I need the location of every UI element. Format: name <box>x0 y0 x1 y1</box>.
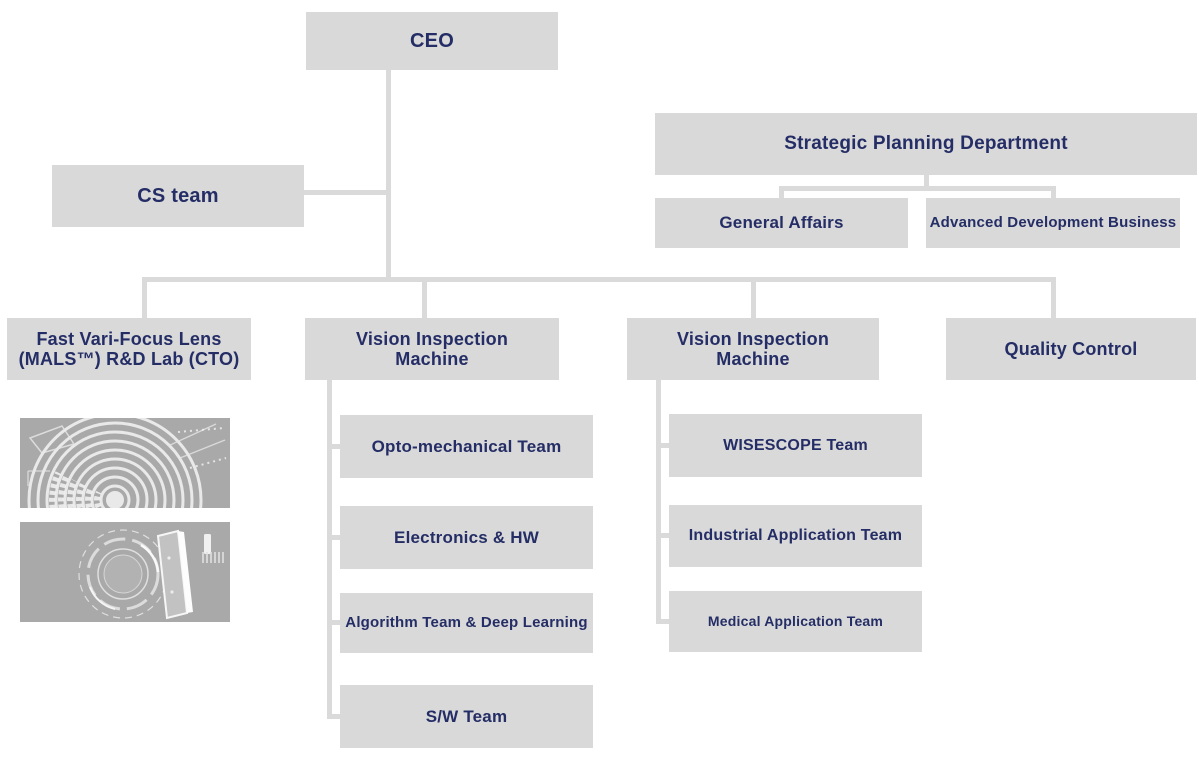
connector-vim1-trunk <box>327 380 332 719</box>
lens-module-side-view-icon <box>20 522 230 622</box>
node-advanced-development-business: Advanced Development Business <box>926 198 1180 248</box>
connector-vim1-stub-algo <box>332 620 340 625</box>
node-vision-inspection-machine-2: Vision Inspection Machine <box>627 318 879 380</box>
connector-vim2-stub-wisescope <box>661 443 669 448</box>
node-strategic-planning-label: Strategic Planning Department <box>784 133 1068 155</box>
node-quality-control-label: Quality Control <box>1004 338 1138 359</box>
node-opto-mechanical-team: Opto-mechanical Team <box>340 415 593 478</box>
connector-vim1-stub-sw <box>332 714 340 719</box>
node-industrial-application-team-label: Industrial Application Team <box>688 527 903 545</box>
connector-vim1-stub-opto <box>332 444 340 449</box>
node-vim1-line2: Machine <box>395 349 469 369</box>
node-vision-inspection-machine-1: Vision Inspection Machine <box>305 318 559 380</box>
mals-lens-image <box>20 412 230 588</box>
node-algorithm-deep-learning-team: Algorithm Team & Deep Learning <box>340 593 593 653</box>
node-electronics-hw: Electronics & HW <box>340 506 593 569</box>
node-medical-application-team-label: Medical Application Team <box>707 612 884 629</box>
connector-strategic-stub <box>924 175 929 191</box>
node-electronics-hw-label: Electronics & HW <box>394 527 539 547</box>
node-ceo: CEO <box>306 12 558 70</box>
connector-drop-dept2 <box>422 282 427 318</box>
node-vim2-line2: Machine <box>716 349 790 369</box>
node-wisescope-team: WISESCOPE Team <box>669 414 922 477</box>
node-advanced-development-business-label: Advanced Development Business <box>929 213 1177 231</box>
connector-vim2-stub-medical <box>661 619 669 624</box>
node-algorithm-deep-learning-team-label: Algorithm Team & Deep Learning <box>345 613 588 631</box>
connector-drop-general-affairs <box>779 191 784 198</box>
node-mals-rd-lab-line1: Fast Vari-Focus Lens <box>36 328 222 349</box>
node-ceo-label: CEO <box>410 29 454 52</box>
node-vim1-line1: Vision Inspection <box>355 328 509 349</box>
connector-cs-team-link <box>304 190 386 195</box>
node-strategic-planning: Strategic Planning Department <box>655 113 1197 175</box>
node-sw-team: S/W Team <box>340 685 593 748</box>
node-cs-team: CS team <box>52 165 304 227</box>
node-industrial-application-team: Industrial Application Team <box>669 505 922 567</box>
node-general-affairs-label: General Affairs <box>719 213 844 233</box>
node-wisescope-team-label: WISESCOPE Team <box>723 436 868 454</box>
connector-drop-advanced-dev <box>1051 191 1056 198</box>
connector-vim1-stub-elec <box>332 535 340 540</box>
connector-drop-dept4 <box>1051 282 1056 318</box>
connector-drop-dept3 <box>751 282 756 318</box>
node-quality-control: Quality Control <box>946 318 1196 380</box>
connector-vim2-stub-industrial <box>661 533 669 538</box>
connector-drop-dept1 <box>142 282 147 318</box>
connector-strategic-bus <box>779 186 1056 191</box>
connector-ceo-trunk <box>386 70 391 282</box>
node-mals-rd-lab: Fast Vari-Focus Lens (MALS™) R&D Lab (CT… <box>7 318 251 380</box>
connector-department-bus <box>142 277 1056 282</box>
lens-module-image <box>20 522 230 622</box>
node-vim2-line1: Vision Inspection <box>676 328 830 349</box>
node-mals-rd-lab-line2: (MALS™) R&D Lab (CTO) <box>18 349 240 369</box>
node-medical-application-team: Medical Application Team <box>669 591 922 652</box>
connector-vim2-trunk <box>656 380 661 624</box>
node-cs-team-label: CS team <box>137 184 219 207</box>
mals-lens-concentric-diagram-icon <box>20 412 230 588</box>
node-general-affairs: General Affairs <box>655 198 908 248</box>
node-sw-team-label: S/W Team <box>425 706 508 726</box>
node-opto-mechanical-team-label: Opto-mechanical Team <box>371 436 562 456</box>
